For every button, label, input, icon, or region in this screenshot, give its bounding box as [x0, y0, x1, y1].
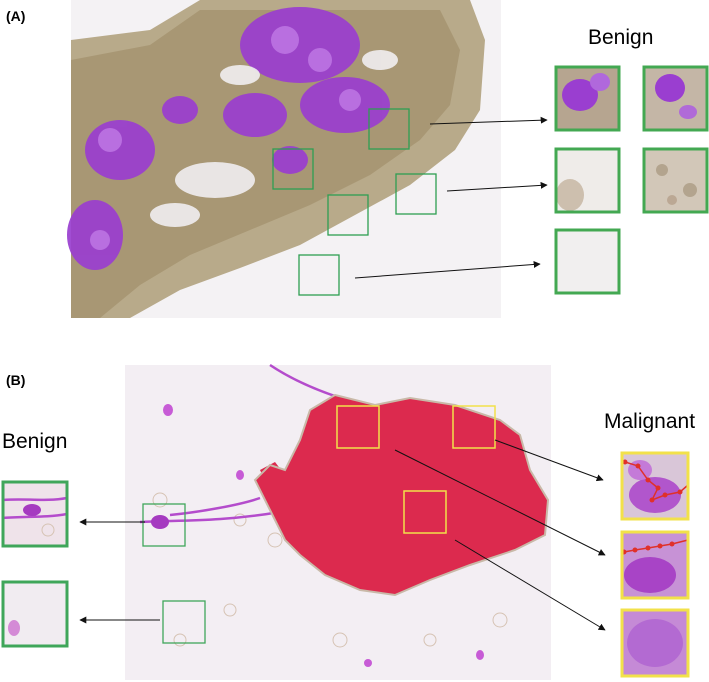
patch-tile: [554, 65, 621, 132]
roi-box: [368, 108, 410, 150]
patch-tile: [642, 147, 709, 214]
patch-tile: [1, 480, 69, 548]
patch-tile: [1, 580, 69, 648]
patch-tile: [554, 147, 621, 214]
patch-tile: [620, 451, 690, 521]
patch-tile: [642, 65, 709, 132]
roi-box: [403, 490, 447, 534]
roi-box: [327, 194, 369, 236]
roi-box: [162, 600, 206, 644]
panel-a-micrograph: [67, 0, 501, 318]
panel-a-arrows: [354, 116, 548, 279]
patch-tile: [620, 530, 690, 600]
panel-b-label: (B): [6, 372, 26, 388]
roi-box: [452, 405, 496, 449]
roi-box: [272, 148, 314, 190]
panel-b-arrows: [79, 439, 606, 631]
roi-box: [395, 173, 437, 215]
patch-tile: [620, 608, 690, 678]
panel-b-micrograph: [125, 363, 551, 680]
panel-b-malignant-patches: [620, 451, 690, 678]
patch-tile: [554, 228, 621, 295]
roi-box: [336, 405, 380, 449]
panel-a-benign-title: Benign: [588, 26, 654, 49]
roi-box: [142, 503, 186, 547]
roi-box: [298, 254, 340, 296]
panel-a-label: (A): [6, 8, 26, 24]
panel-b-malignant-title: Malignant: [604, 410, 696, 433]
panel-a-benign-patches: [554, 65, 709, 295]
panel-b-benign-patches: [1, 480, 69, 648]
panel-b-benign-title: Benign: [2, 430, 68, 453]
